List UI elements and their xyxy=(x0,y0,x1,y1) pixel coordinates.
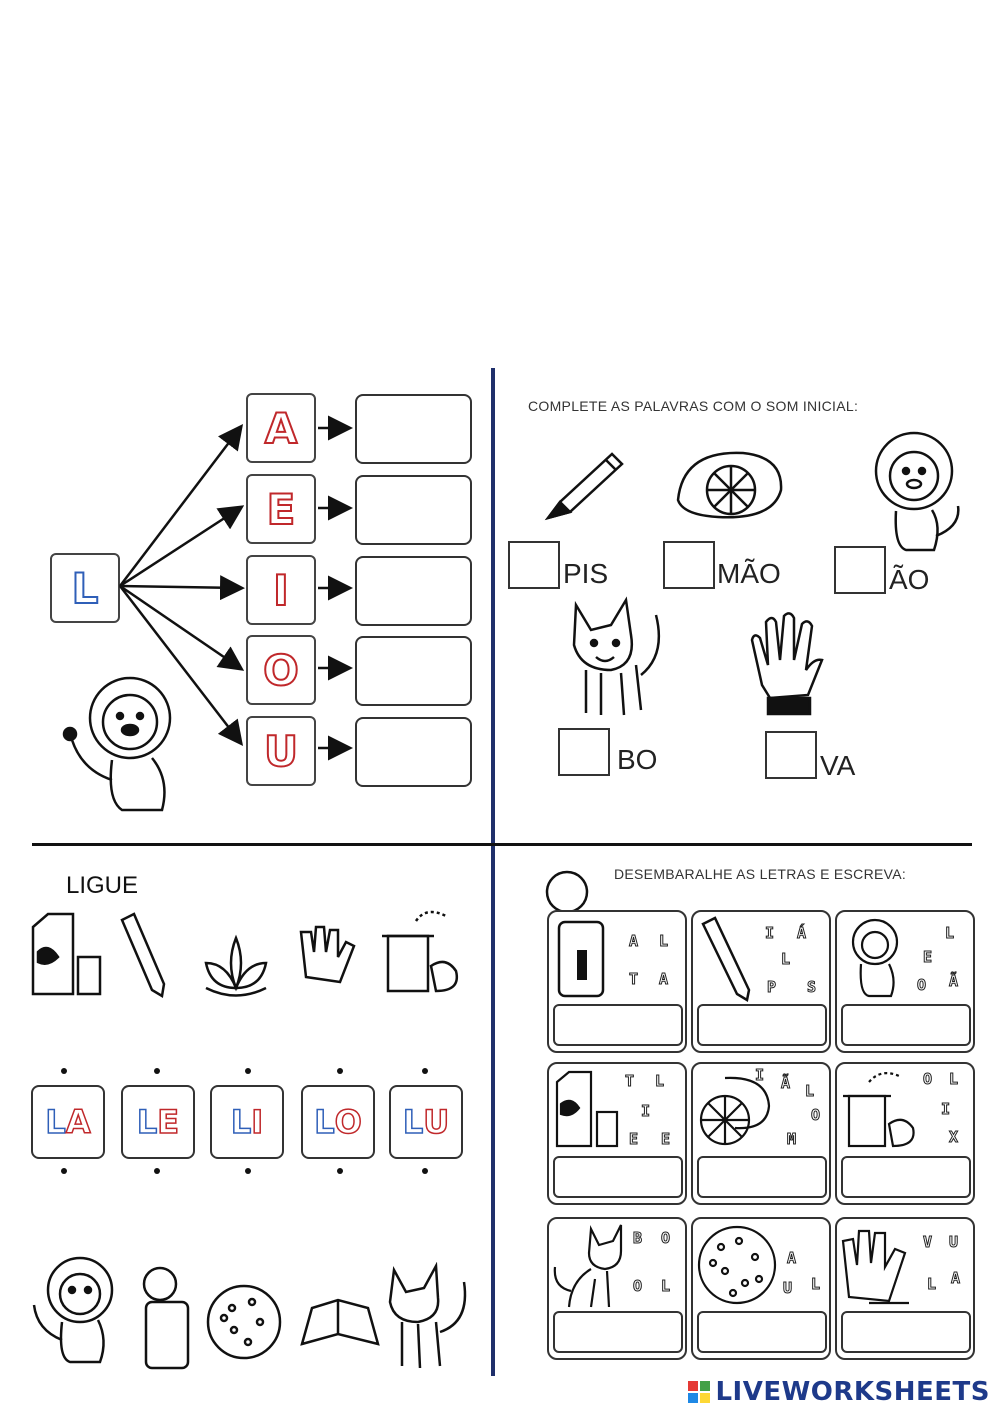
vowel-box-o: O xyxy=(246,635,316,705)
dot-top-3[interactable] xyxy=(245,1068,251,1074)
answer-box-lobo[interactable] xyxy=(553,1311,683,1353)
dot-bottom-5[interactable] xyxy=(422,1168,428,1174)
milk-illustration-cell xyxy=(555,1070,619,1148)
answer-box-li[interactable] xyxy=(355,556,472,626)
syllable-consonant: L xyxy=(402,1102,424,1142)
instruction-unscramble: DESEMBARALHE AS LETRAS E ESCREVA: xyxy=(614,866,907,882)
horizontal-divider xyxy=(32,843,972,846)
lion-illustration-cell xyxy=(851,918,899,998)
word-fragment-1: PIS xyxy=(563,558,609,589)
lion-illustration xyxy=(62,676,172,812)
unscramble-cell-luva: V U L A xyxy=(835,1217,975,1360)
milk-illustration xyxy=(31,912,102,996)
syllable-vowel: E xyxy=(157,1102,180,1142)
syllable-consonant: L xyxy=(230,1102,252,1142)
answer-box-lo[interactable] xyxy=(355,636,472,706)
dot-top-4[interactable] xyxy=(337,1068,343,1074)
initial-sound-box-1[interactable] xyxy=(508,541,560,589)
lion-illustration-2 xyxy=(874,431,960,552)
gloves-illustration-cell xyxy=(841,1229,909,1305)
moon-illustration-cell xyxy=(697,1225,777,1305)
syllable-vowel: U xyxy=(422,1102,450,1142)
vertical-divider xyxy=(491,368,495,1376)
glove-illustration xyxy=(750,612,824,716)
syllable-vowel: O xyxy=(334,1102,363,1142)
syllable-consonant: L xyxy=(45,1102,67,1142)
answer-box-limao[interactable] xyxy=(697,1156,827,1198)
unscramble-cell-leao: L E O Ã xyxy=(835,910,975,1053)
initial-sound-box-5[interactable] xyxy=(765,731,817,779)
answer-box-leao[interactable] xyxy=(841,1004,971,1046)
word-fragment-5: VA xyxy=(820,750,856,781)
syllable-vowel: A xyxy=(65,1102,91,1142)
unscramble-cell-lua: A U L xyxy=(691,1217,831,1360)
dot-bottom-3[interactable] xyxy=(245,1168,251,1174)
dot-bottom-1[interactable] xyxy=(61,1168,67,1174)
word-fragment-2: MÃO xyxy=(717,558,781,589)
answer-box-lua[interactable] xyxy=(697,1311,827,1353)
answer-box-lu[interactable] xyxy=(355,717,472,787)
vowel-box-e: E xyxy=(246,474,316,544)
unscramble-cell-lixo: O L I X xyxy=(835,1062,975,1205)
connector-arrows xyxy=(119,415,353,761)
unscramble-cell-lobo: B O O L xyxy=(547,1217,687,1360)
trash-illustration xyxy=(382,910,459,993)
wolf-small-illustration xyxy=(388,1262,467,1369)
can-illustration xyxy=(142,1266,190,1370)
pencil-illustration xyxy=(544,452,624,521)
answer-box-la[interactable] xyxy=(355,394,472,464)
wolf-illustration xyxy=(572,596,661,716)
answer-box-lixo[interactable] xyxy=(841,1156,971,1198)
pencil-small-illustration xyxy=(120,912,166,999)
instruction-complete: COMPLETE AS PALAVRAS COM O SOM INICIAL: xyxy=(528,398,859,414)
unscramble-cell-limao: I Ã L M O xyxy=(691,1062,831,1205)
initial-sound-box-4[interactable] xyxy=(558,728,610,776)
lily-flower-illustration xyxy=(204,934,268,997)
vowel-box-i: I xyxy=(246,555,316,625)
answer-box-le[interactable] xyxy=(355,475,472,545)
liveworksheets-logo-icon xyxy=(688,1381,711,1403)
ball-illustration xyxy=(206,1284,282,1360)
answer-box-lata[interactable] xyxy=(553,1004,683,1046)
vowel-box-u: U xyxy=(246,716,316,786)
can-illustration-cell xyxy=(557,920,605,998)
answer-box-lapis[interactable] xyxy=(697,1004,827,1046)
unscramble-cell-lata: A L T A xyxy=(547,910,687,1053)
book-illustration xyxy=(300,1298,380,1346)
initial-sound-box-2[interactable] xyxy=(663,541,715,589)
syllable-consonant: L xyxy=(313,1102,335,1142)
vowel-box-a: A xyxy=(246,393,316,463)
liveworksheets-logo: LIVEWORKSHEETS xyxy=(687,1377,990,1407)
wolf-illustration-cell xyxy=(553,1224,623,1308)
source-letter-box: L xyxy=(50,553,120,623)
word-fragment-4: BO xyxy=(617,744,658,775)
unscramble-cell-leite: T L I E E xyxy=(547,1062,687,1205)
dot-top-5[interactable] xyxy=(422,1068,428,1074)
syllable-vowel: I xyxy=(250,1102,264,1142)
initial-sound-box-3[interactable] xyxy=(834,546,886,594)
answer-box-leite[interactable] xyxy=(553,1156,683,1198)
word-fragment-3: ÃO xyxy=(889,564,930,595)
lemon-illustration xyxy=(676,451,783,519)
lion-small-illustration xyxy=(32,1256,114,1364)
liveworksheets-logo-text: LIVEWORKSHEETS xyxy=(715,1377,990,1407)
lemon-illustration-cell xyxy=(699,1076,771,1146)
unscramble-cell-lapis: I Á L P S xyxy=(691,910,831,1053)
gloves-illustration xyxy=(299,925,356,984)
dot-top-1[interactable] xyxy=(61,1068,67,1074)
dot-bottom-2[interactable] xyxy=(154,1168,160,1174)
pencil-illustration-cell xyxy=(701,916,751,1002)
dot-top-2[interactable] xyxy=(154,1068,160,1074)
dot-bottom-4[interactable] xyxy=(337,1168,343,1174)
ligue-title: LIGUE xyxy=(66,872,139,899)
syllable-consonant: L xyxy=(136,1102,158,1142)
answer-box-luva[interactable] xyxy=(841,1311,971,1353)
trash-illustration-cell xyxy=(843,1071,915,1148)
